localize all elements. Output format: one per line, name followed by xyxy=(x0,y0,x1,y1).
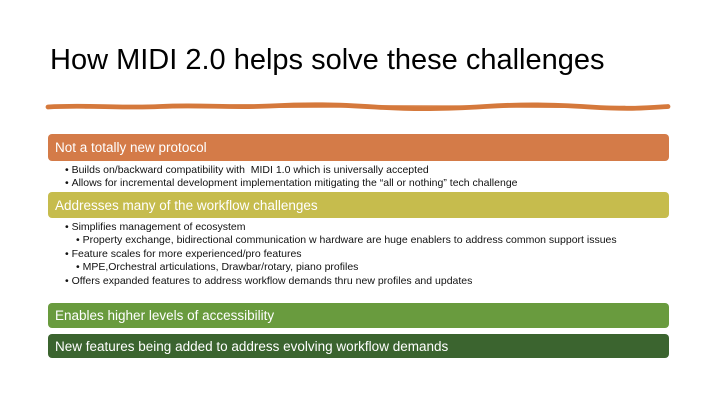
bullet-text: Allows for incremental development imple… xyxy=(71,177,518,190)
bullet-item: Allows for incremental development imple… xyxy=(0,177,720,190)
bullet-text: Property exchange, bidirectional communi… xyxy=(82,234,617,247)
section-header-label: New features being added to address evol… xyxy=(55,338,449,354)
bullet-text: Feature scales for more experienced/pro … xyxy=(71,247,302,260)
page-title: How MIDI 2.0 helps solve these challenge… xyxy=(50,44,605,76)
section-header-label: Not a totally new protocol xyxy=(55,140,207,155)
bullet-item: MPE,Orchestral articulations, Drawbar/ro… xyxy=(0,261,720,274)
divider-stroke-overlay xyxy=(83,105,627,109)
section-header-label: Enables higher levels of accessibility xyxy=(55,308,275,323)
bullet-item: Offers expanded features to address work… xyxy=(0,275,720,288)
bullet-text: Builds on/backward compatibility with MI… xyxy=(71,164,429,176)
section-header-workflow-challenges: Addresses many of the workflow challenge… xyxy=(48,192,669,218)
bullet-text: Simplifies management of ecosystem xyxy=(71,221,246,233)
bullet-item: Simplifies management of ecosystem xyxy=(0,221,720,234)
bullet-item: Builds on/backward compatibility with MI… xyxy=(0,164,720,177)
bullet-item: Feature scales for more experienced/pro … xyxy=(0,248,720,261)
bullet-group-not-new-protocol: Builds on/backward compatibility with MI… xyxy=(0,164,720,191)
section-header-new-features: New features being added to address evol… xyxy=(48,334,669,358)
wavy-divider-line xyxy=(45,102,671,112)
bullet-item: Property exchange, bidirectional communi… xyxy=(0,234,720,247)
section-header-label: Addresses many of the workflow challenge… xyxy=(55,197,318,213)
bullet-text: MPE,Orchestral articulations, Drawbar/ro… xyxy=(82,261,359,274)
section-header-not-new-protocol: Not a totally new protocol xyxy=(48,134,669,161)
bullet-group-workflow-challenges: Simplifies management of ecosystem Prope… xyxy=(0,221,720,288)
bullet-text: Offers expanded features to address work… xyxy=(71,274,473,287)
section-header-accessibility: Enables higher levels of accessibility xyxy=(48,303,669,328)
